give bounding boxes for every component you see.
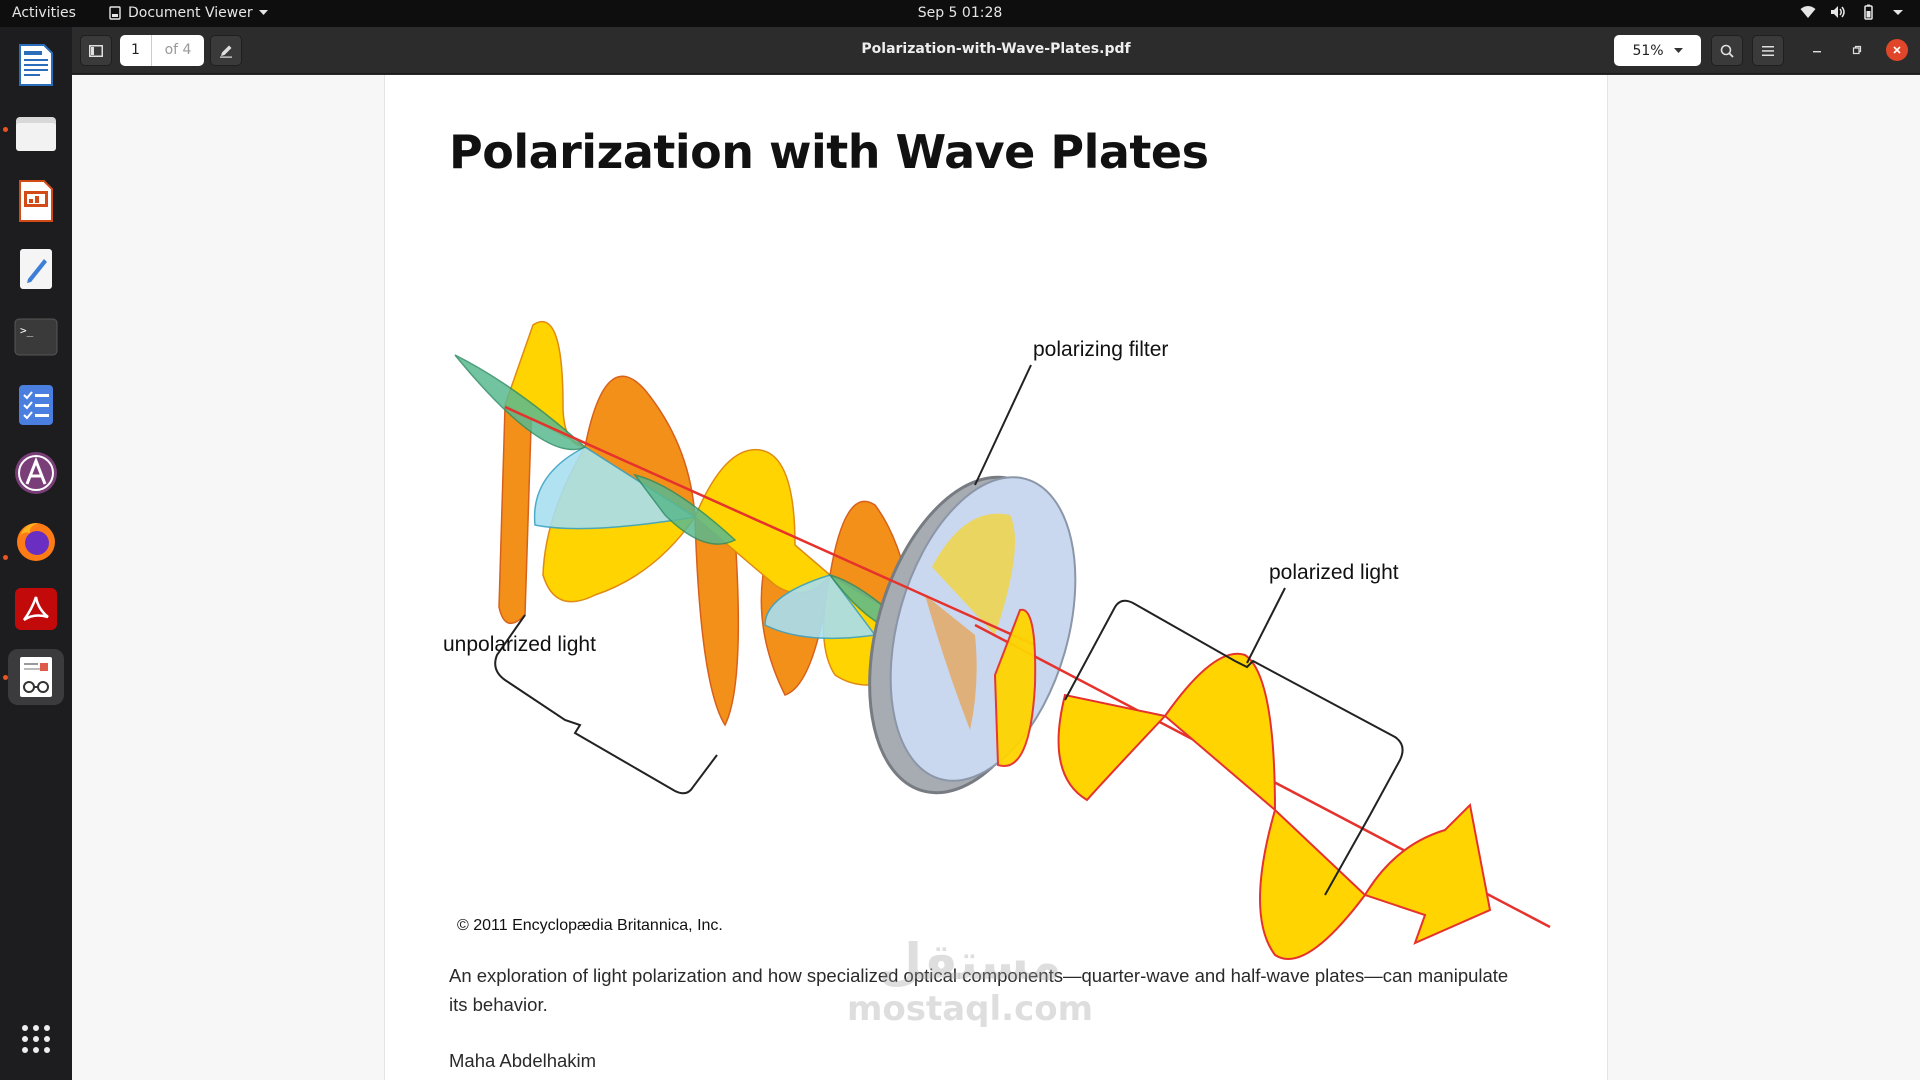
terminal-icon: >_ [14, 318, 58, 356]
dock-terminal[interactable]: >_ [8, 309, 64, 365]
volume-icon [1831, 6, 1845, 18]
dock: >_ [0, 27, 72, 1080]
polarized-bracket [1064, 599, 1404, 896]
label-polarizing-filter: polarizing filter [1033, 338, 1168, 361]
pdf-page: Polarization with Wave Plates [384, 75, 1608, 1080]
menu-button[interactable] [1752, 35, 1784, 66]
firefox-icon [17, 523, 55, 561]
app-menu[interactable]: Document Viewer [108, 5, 268, 21]
polarized-arrow-head [1363, 802, 1492, 945]
system-menu-chevron-icon [1893, 10, 1903, 15]
document-writer-icon [19, 44, 53, 86]
text-editor-icon [20, 249, 52, 289]
page-selector[interactable]: 1 of 4 [120, 35, 204, 66]
watermark-latin: mostaql.com [846, 989, 1094, 1029]
battery-icon [1864, 4, 1873, 20]
dock-firefox[interactable] [8, 513, 64, 569]
running-indicator [3, 675, 8, 680]
maximize-button[interactable] [1846, 39, 1868, 61]
dock-writer[interactable] [8, 37, 64, 93]
polarized-wave-lobe-4 [1259, 808, 1367, 960]
watermark-arabic: مستقل [878, 933, 1062, 991]
grid-icon [22, 1025, 50, 1053]
watermark: مستقل mostaql.com [840, 935, 1100, 1029]
wave-blue-lobe-1 [533, 446, 698, 530]
document-description: An exploration of light polarization and… [449, 965, 1509, 1015]
label-unpolarized-light: unpolarized light [443, 633, 596, 656]
dock-impress[interactable] [8, 173, 64, 229]
app-store-icon [15, 452, 57, 494]
annotate-button[interactable] [210, 35, 242, 66]
system-tray[interactable] [1800, 4, 1906, 20]
app-menu-label: Document Viewer [128, 5, 253, 21]
top-bar: Activities Document Viewer Sep 5 01:28 [0, 0, 1920, 27]
document-viewer-icon [20, 657, 52, 697]
dock-acrobat[interactable] [8, 581, 64, 637]
dock-tasks[interactable] [8, 377, 64, 433]
minimize-icon [1813, 51, 1821, 53]
page-title: Polarization with Wave Plates [449, 125, 1209, 179]
running-indicator [3, 127, 8, 132]
polarized-wave-lobe-3 [1163, 652, 1277, 813]
dock-text-editor[interactable] [8, 241, 64, 297]
svg-text:>_: >_ [20, 324, 34, 337]
wave-orange-lobe-2 [584, 375, 696, 519]
figure-copyright: © 2011 Encyclopædia Britannica, Inc. [457, 917, 723, 934]
label-polarized-light: polarized light [1269, 561, 1399, 584]
beam-line-unpolarized [504, 405, 1036, 647]
page-number-input[interactable]: 1 [120, 35, 152, 66]
document-title: Polarization-with-Wave-Plates.pdf [861, 41, 1131, 57]
polarized-wave-lobe-1 [993, 608, 1037, 767]
close-icon [1893, 46, 1901, 54]
polarization-diagram: polarizing filter polarized light unpola… [443, 320, 1551, 960]
chevron-down-icon [258, 10, 268, 15]
pdf-reader-icon [15, 588, 57, 630]
search-icon [1720, 44, 1734, 58]
clock[interactable]: Sep 5 01:28 [917, 5, 1003, 21]
search-button[interactable] [1711, 35, 1743, 66]
running-indicator [3, 555, 8, 560]
folder-icon [16, 117, 56, 151]
wave-green-lobe-1 [454, 354, 587, 451]
unpolarized-bracket [494, 614, 718, 795]
dock-files[interactable] [8, 105, 64, 161]
wave-orange-lobe-3 [694, 515, 740, 727]
dock-app-center[interactable] [8, 445, 64, 501]
header-bar: 1 of 4 Polarization-with-Wave-Plates.pdf… [72, 27, 1920, 74]
wave-blue-lobe-2 [764, 574, 877, 640]
pencil-icon [220, 45, 232, 58]
document-author: Maha Abdelhakim [449, 1050, 597, 1071]
checklist-icon [19, 385, 53, 425]
close-button[interactable] [1886, 39, 1908, 61]
page-count-label: of 4 [164, 42, 192, 58]
sidebar-toggle-button[interactable] [80, 35, 112, 66]
filter-inner-wave-orange [925, 595, 977, 730]
activities-button[interactable]: Activities [12, 5, 76, 21]
zoom-value: 51% [1632, 42, 1664, 59]
wave-green-lobe-2 [633, 473, 737, 545]
polarized-wave-lobe-2 [1057, 693, 1167, 802]
minimize-button[interactable] [1806, 39, 1828, 61]
presentation-icon [19, 180, 53, 222]
dock-document-viewer[interactable] [8, 649, 64, 705]
sidebar-icon [89, 44, 103, 57]
restore-icon [1852, 45, 1862, 55]
dock-show-apps[interactable] [8, 1017, 64, 1061]
hamburger-menu-icon [1762, 45, 1774, 56]
document-viewer-small-icon [109, 6, 121, 20]
filter-inner-wave [932, 513, 1015, 635]
zoom-selector[interactable]: 51% [1614, 35, 1701, 66]
chevron-down-icon [1673, 47, 1683, 53]
polarized-light-leader [1246, 587, 1286, 664]
polarizing-filter-leader [974, 364, 1032, 486]
wifi-icon [1800, 6, 1816, 18]
document-view[interactable]: Polarization with Wave Plates [72, 75, 1920, 1080]
